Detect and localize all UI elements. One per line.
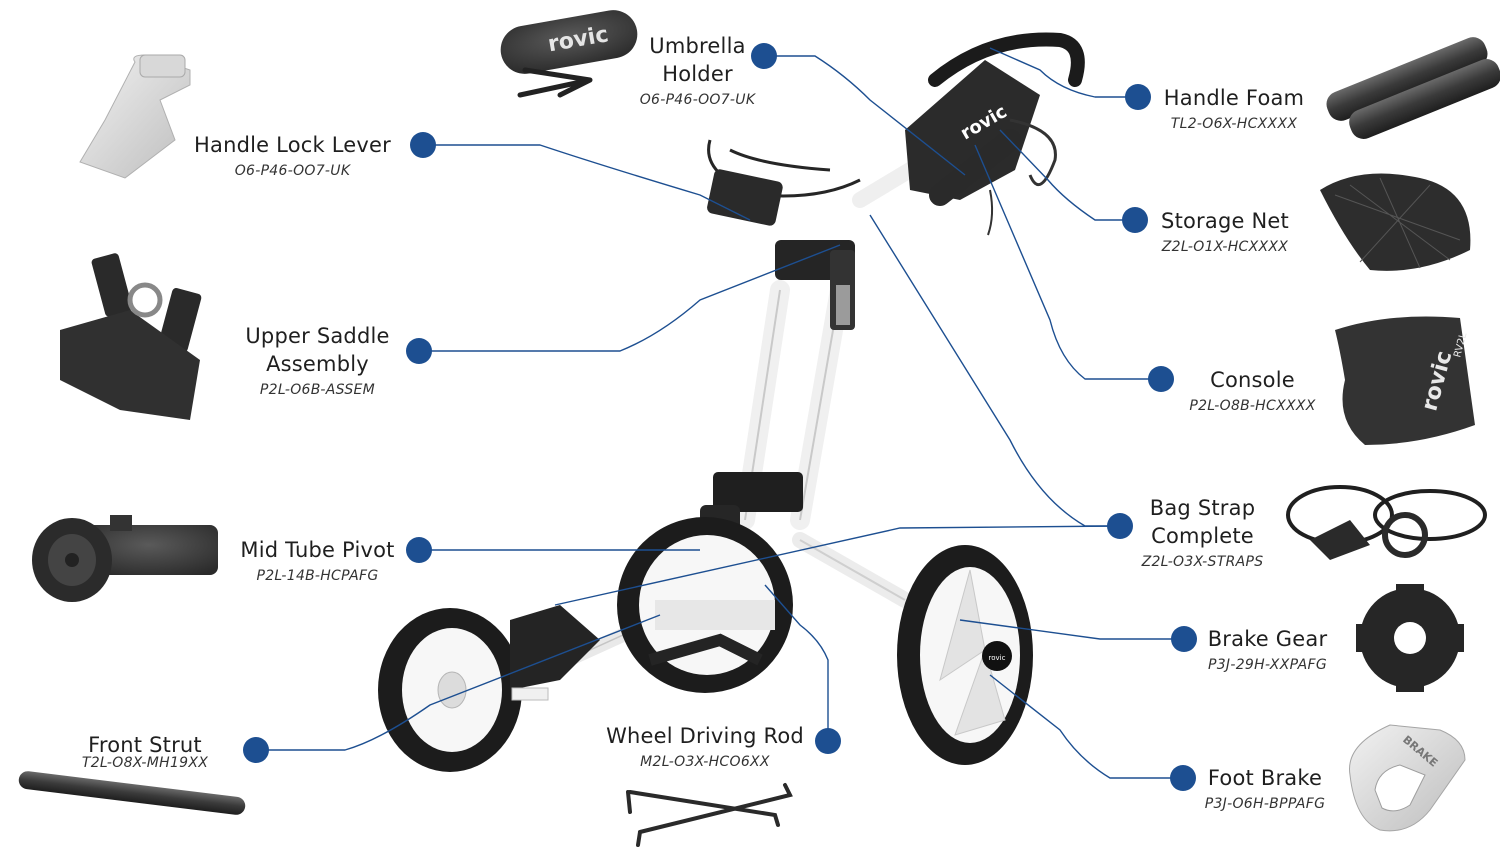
part-name: Handle Lock Lever <box>194 133 391 157</box>
bag-strap-image <box>1286 485 1487 560</box>
part-code: P3J-29H-XXPAFG <box>1207 657 1328 673</box>
part-name: Console <box>1210 368 1295 392</box>
label-mid-tube-pivot: Mid Tube Pivot P2L-14B-HCPAFG <box>225 536 410 584</box>
part-code: T2L-O8X-MH19XX <box>81 755 209 771</box>
label-foot-brake: Foot Brake P3J-O6H-BPPAFG <box>1185 764 1345 812</box>
leader-line-wheel-driving-rod <box>764 584 829 741</box>
part-code: M2L-O3X-HCO6XX <box>640 754 770 770</box>
leader-line-bag-strap <box>869 214 1120 527</box>
label-wheel-driving-rod: Wheel Driving Rod M2L-O3X-HCO6XX <box>600 722 810 770</box>
callout-dot-mid-tube-pivot <box>406 537 432 563</box>
callout-dot-bag-strap <box>1107 513 1133 539</box>
callout-dot-umbrella-holder <box>751 43 777 69</box>
part-code: P3J-O6H-BPPAFG <box>1204 796 1326 812</box>
callout-dot-storage-net <box>1122 207 1148 233</box>
leader-line-upper-saddle <box>419 244 841 352</box>
part-code: TL2-O6X-HCXXXX <box>1170 116 1298 132</box>
callout-dot-handle-lock-lever <box>410 132 436 158</box>
brake-gear-image <box>1356 584 1464 692</box>
front-strut-image <box>18 771 246 815</box>
leader-line-console <box>974 144 1161 380</box>
leader-line-umbrella-holder <box>764 55 966 176</box>
upper-saddle-assembly-image <box>60 253 202 420</box>
part-code: P2L-14B-HCPAFG <box>256 568 379 584</box>
rear-right-wheel: rovic <box>897 545 1033 765</box>
part-code: P2L-O6B-ASSEM <box>259 382 376 398</box>
callout-dot-foot-brake <box>1170 765 1196 791</box>
leader-line-storage-net <box>999 129 1135 221</box>
storage-net-image <box>1320 173 1471 271</box>
golf-trolley-illustration: rovic <box>378 32 1085 772</box>
label-front-strut: Front Strut T2L-O8X-MH19XX <box>60 733 230 771</box>
front-wheel <box>378 608 522 772</box>
leader-line-bag-strap-lower <box>554 525 1121 606</box>
leader-line-foot-brake <box>989 674 1183 779</box>
part-name: Brake Gear <box>1207 627 1328 651</box>
label-brake-gear: Brake Gear P3J-29H-XXPAFG <box>1190 625 1345 673</box>
part-code: Z2L-O1X-HCXXXX <box>1161 239 1289 255</box>
mid-tube-pivot-image <box>32 515 218 602</box>
callout-dot-handle-foam <box>1125 84 1151 110</box>
part-name: Foot Brake <box>1207 766 1323 790</box>
part-code: Z2L-O3X-STRAPS <box>1141 554 1264 570</box>
handle-foam-image <box>1326 37 1500 139</box>
label-storage-net: Storage Net Z2L-O1X-HCXXXX <box>1145 207 1305 255</box>
part-name: Front Strut <box>88 733 202 757</box>
part-name: Wheel Driving Rod <box>606 724 804 748</box>
leader-line-front-strut <box>256 614 661 751</box>
umbrella-holder-image: rovic <box>500 10 638 98</box>
leader-line-handle-lock-lever <box>423 144 751 221</box>
label-handle-foam: Handle Foam TL2-O6X-HCXXXX <box>1150 84 1318 132</box>
part-code: O6-P46-OO7-UK <box>234 163 351 179</box>
leader-line-handle-foam <box>989 47 1138 98</box>
part-name: Mid Tube Pivot <box>240 538 395 562</box>
part-code: P2L-O8B-HCXXXX <box>1189 398 1316 414</box>
foot-brake-image: BRAKE <box>1349 724 1466 832</box>
console-image: rovic RV2L <box>1335 316 1475 445</box>
callout-dot-upper-saddle <box>406 338 432 364</box>
callout-dot-console <box>1148 366 1174 392</box>
part-name: Storage Net <box>1161 209 1289 233</box>
callout-dot-wheel-driving-rod <box>815 728 841 754</box>
label-handle-lock-lever: Handle Lock Lever O6-P46-OO7-UK <box>185 131 400 179</box>
rear-left-wheel <box>617 517 793 693</box>
callout-dot-front-strut <box>243 737 269 763</box>
part-code: O6-P46-OO7-UK <box>639 92 756 108</box>
leader-line-brake-gear <box>959 619 1184 640</box>
part-name: Handle Foam <box>1163 86 1305 110</box>
callout-dot-brake-gear <box>1171 626 1197 652</box>
label-console: Console P2L-O8B-HCXXXX <box>1175 366 1330 414</box>
handle-lock-lever-image <box>79 54 191 179</box>
wheel-driving-rod-image <box>626 783 793 847</box>
wheel-brand-text: rovic <box>989 654 1006 662</box>
